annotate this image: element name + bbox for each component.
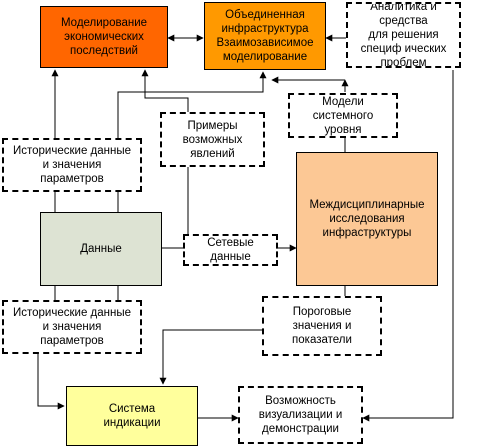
link-analytics-to-visualization xyxy=(362,70,454,422)
node-data: Данные xyxy=(40,212,162,286)
node-indication-system: Система индикации xyxy=(66,386,198,446)
link-examples-to-econ xyxy=(141,69,189,112)
node-analytics: Аналитика и средства для решения специф … xyxy=(346,2,461,68)
node-infra-modeling: Объединенная инфраструктура Взаимозависи… xyxy=(204,2,326,70)
node-historical-top: Исторические данные и значения параметро… xyxy=(2,138,142,192)
link-historical-bottom-to-indication xyxy=(37,354,65,410)
node-econ-modeling: Моделирование экономических последствий xyxy=(40,6,168,68)
node-historical-bottom: Исторические данные и значения параметро… xyxy=(2,300,142,354)
link-thresholds-to-indication xyxy=(159,329,262,385)
node-research: Междисциплинарные исследования инфрастру… xyxy=(296,152,438,286)
node-system-models: Модели системного уровня xyxy=(288,93,398,138)
node-visualization: Возможность визуализации и демонстрации xyxy=(238,386,363,444)
node-examples: Примеры возможных явлений xyxy=(160,112,265,167)
node-thresholds: Пороговые значения и показатели xyxy=(262,296,382,356)
node-network-data: Сетевые данные xyxy=(183,234,278,266)
